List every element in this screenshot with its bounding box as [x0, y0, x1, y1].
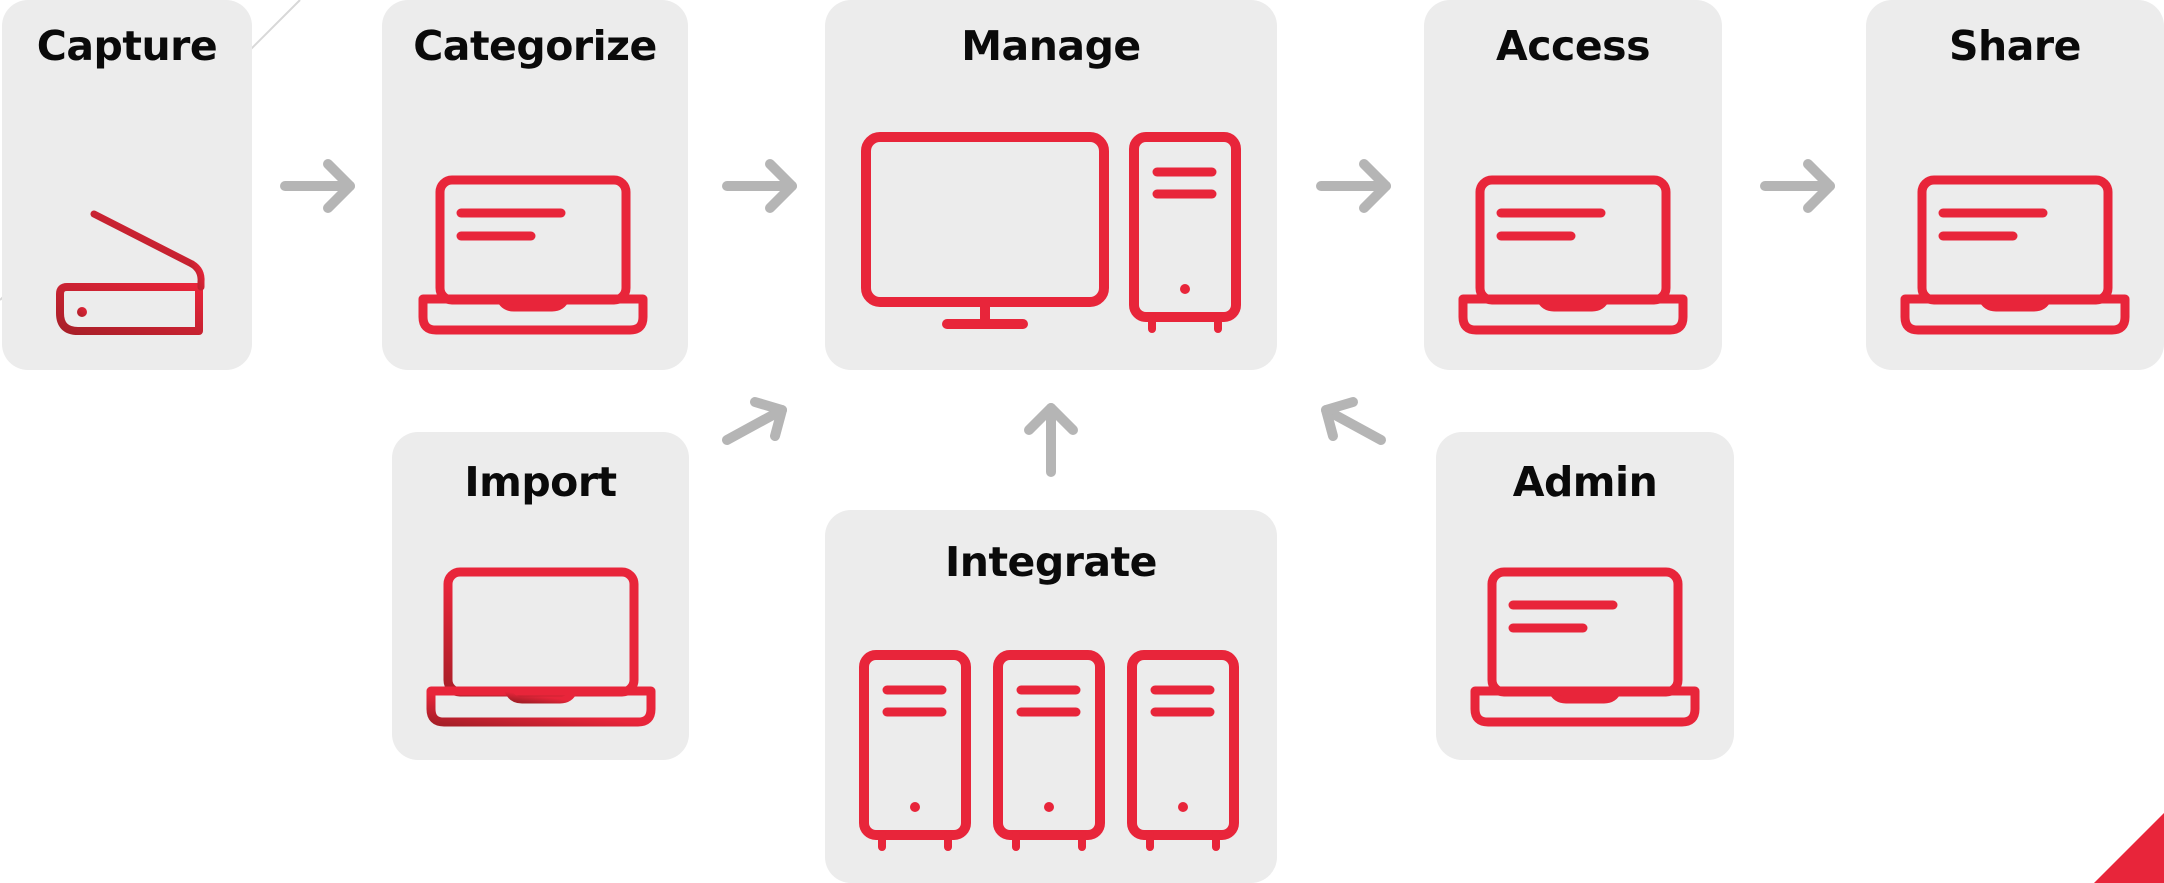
admin-title: Admin [1512, 458, 1658, 506]
access-card: Access [1424, 0, 1722, 370]
arrow-up-left-icon [1321, 397, 1386, 445]
arrow-right-icon [1316, 159, 1391, 213]
server-icon [993, 650, 1105, 851]
import-card: Import [392, 432, 689, 760]
desktop-computer-icon [861, 132, 1241, 333]
integrate-title: Integrate [945, 538, 1158, 586]
arrow-right-icon [1760, 159, 1835, 213]
corner-triangle-decoration [2094, 813, 2164, 883]
categorize-title: Categorize [413, 22, 657, 70]
arrow-right-icon [722, 159, 797, 213]
categorize-card: Categorize [382, 0, 688, 370]
laptop-icon [418, 175, 648, 335]
manage-card: Manage [825, 0, 1277, 370]
access-title: Access [1496, 22, 1650, 70]
integrate-card: Integrate [825, 510, 1277, 883]
manage-title: Manage [961, 22, 1141, 70]
scanner-icon [56, 210, 205, 335]
laptop-icon [1900, 175, 2130, 335]
server-icon [1127, 650, 1239, 851]
laptop-icon [1470, 567, 1700, 727]
server-icon [859, 650, 971, 851]
share-title: Share [1949, 22, 2081, 70]
share-card: Share [1866, 0, 2164, 370]
laptop-icon [1458, 175, 1688, 335]
capture-title: Capture [36, 22, 218, 70]
import-title: Import [464, 458, 617, 506]
arrow-right-icon [280, 159, 355, 213]
admin-card: Admin [1436, 432, 1734, 760]
arrow-up-right-icon [722, 397, 787, 445]
capture-card: Capture [2, 0, 252, 370]
servers-icon [859, 650, 1239, 851]
laptop-icon [426, 567, 656, 727]
arrow-up-icon [1024, 403, 1078, 477]
